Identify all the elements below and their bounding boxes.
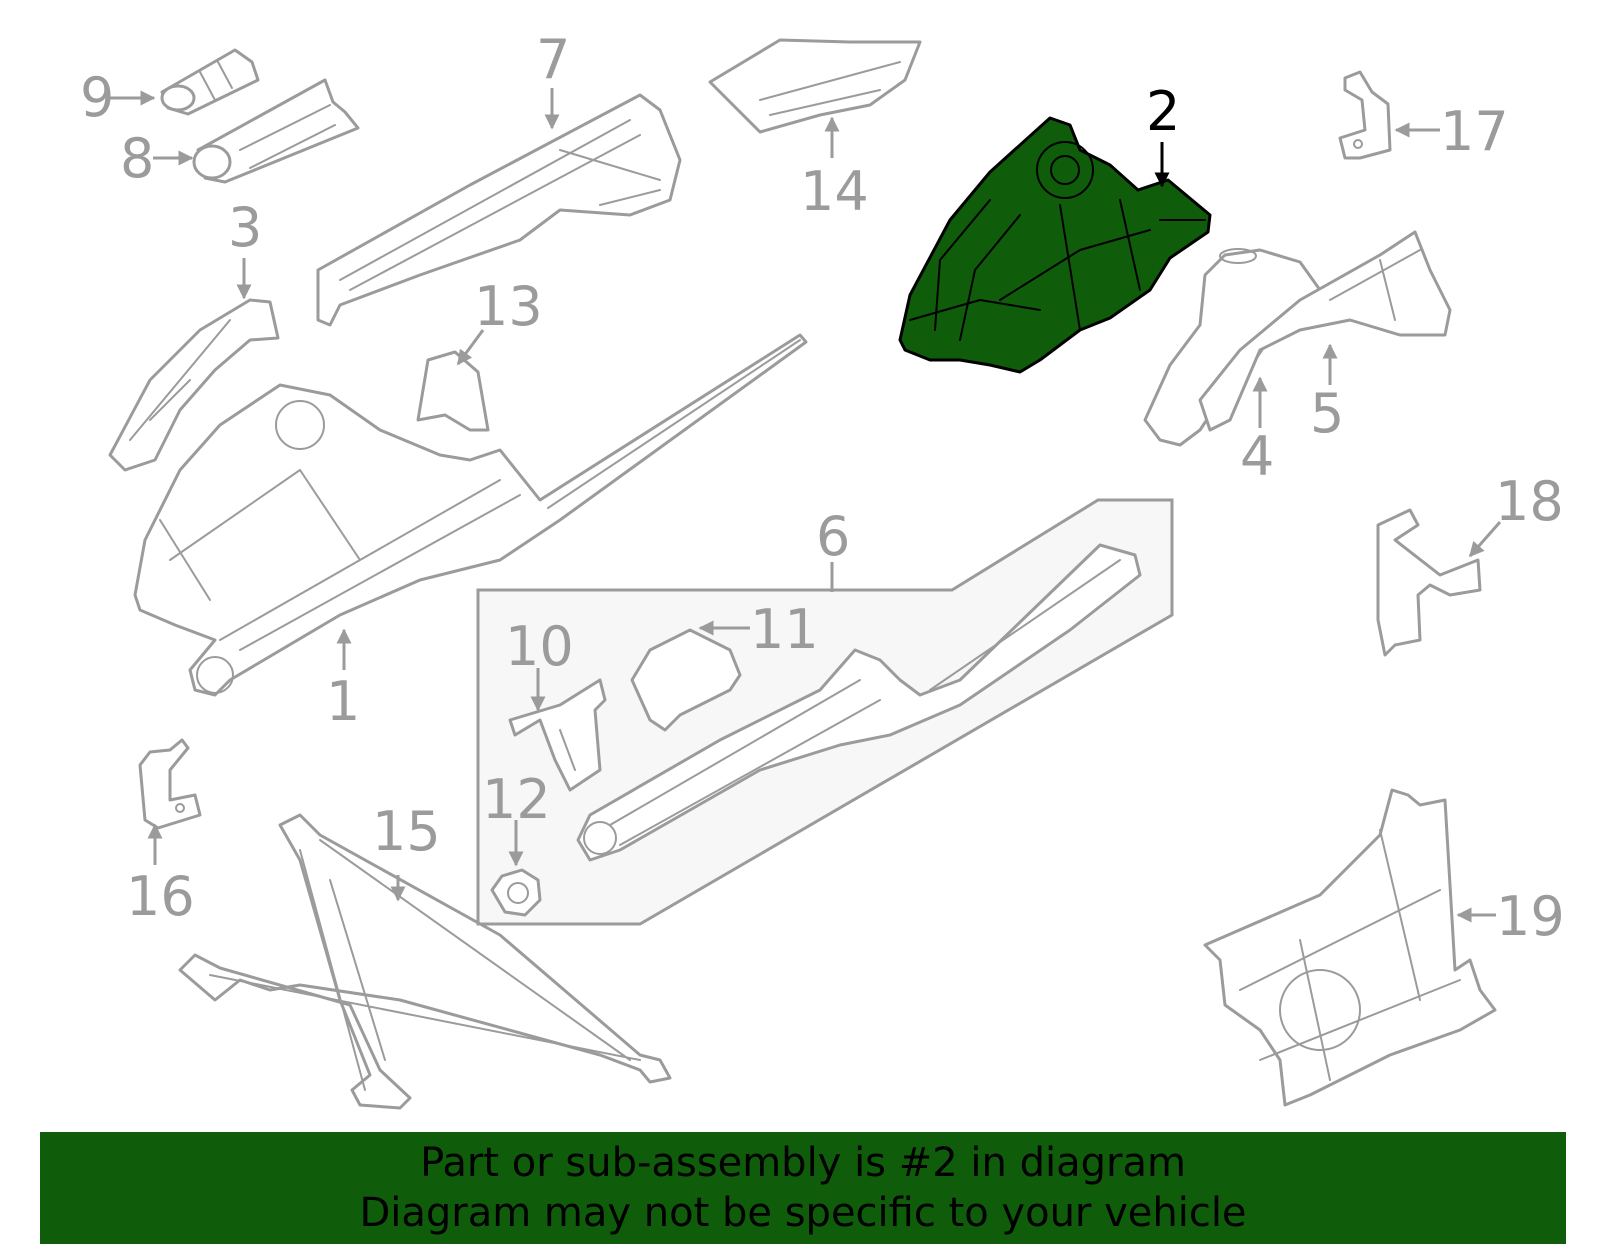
callout-7: 7	[536, 28, 570, 91]
part-11[interactable]	[630, 628, 742, 732]
part-2[interactable]	[898, 116, 1212, 374]
callout-10: 10	[505, 615, 574, 678]
part-6[interactable]	[576, 543, 1142, 862]
callout-8: 8	[120, 127, 154, 190]
callout-11: 11	[750, 598, 819, 661]
part-14[interactable]	[708, 38, 922, 134]
part-13[interactable]	[416, 350, 490, 432]
banner-line-1: Part or sub-assembly is #2 in diagram	[420, 1140, 1186, 1186]
callout-3: 3	[228, 196, 262, 259]
callout-17: 17	[1440, 100, 1509, 163]
info-banner: Part or sub-assembly is #2 in diagram Di…	[40, 1132, 1566, 1244]
callout-12: 12	[482, 768, 551, 831]
part-5[interactable]	[1198, 230, 1452, 432]
part-12[interactable]	[490, 868, 542, 917]
part-17[interactable]	[1338, 70, 1392, 160]
part-3[interactable]	[108, 298, 280, 472]
part-16[interactable]	[138, 738, 202, 830]
callout-15: 15	[372, 800, 441, 863]
part-10[interactable]	[508, 678, 607, 792]
part-19[interactable]	[1203, 788, 1497, 1107]
callout-1: 1	[326, 670, 360, 733]
banner-line-2: Diagram may not be specific to your vehi…	[359, 1190, 1247, 1236]
callout-9: 9	[80, 66, 114, 129]
part-7[interactable]	[316, 93, 682, 327]
callout-14: 14	[800, 160, 869, 223]
callout-18: 18	[1495, 470, 1564, 533]
callout-2: 2	[1146, 80, 1180, 143]
callout-16: 16	[126, 865, 195, 928]
part-8[interactable]	[192, 78, 360, 184]
part-1[interactable]	[133, 333, 808, 697]
callout-19: 19	[1496, 885, 1565, 948]
part-9[interactable]	[160, 48, 260, 116]
part-15[interactable]	[178, 813, 672, 1110]
callout-6: 6	[816, 505, 850, 568]
callout-5: 5	[1310, 382, 1344, 445]
callout-4: 4	[1240, 425, 1274, 488]
callout-13: 13	[474, 275, 543, 338]
part-18[interactable]	[1376, 508, 1482, 657]
